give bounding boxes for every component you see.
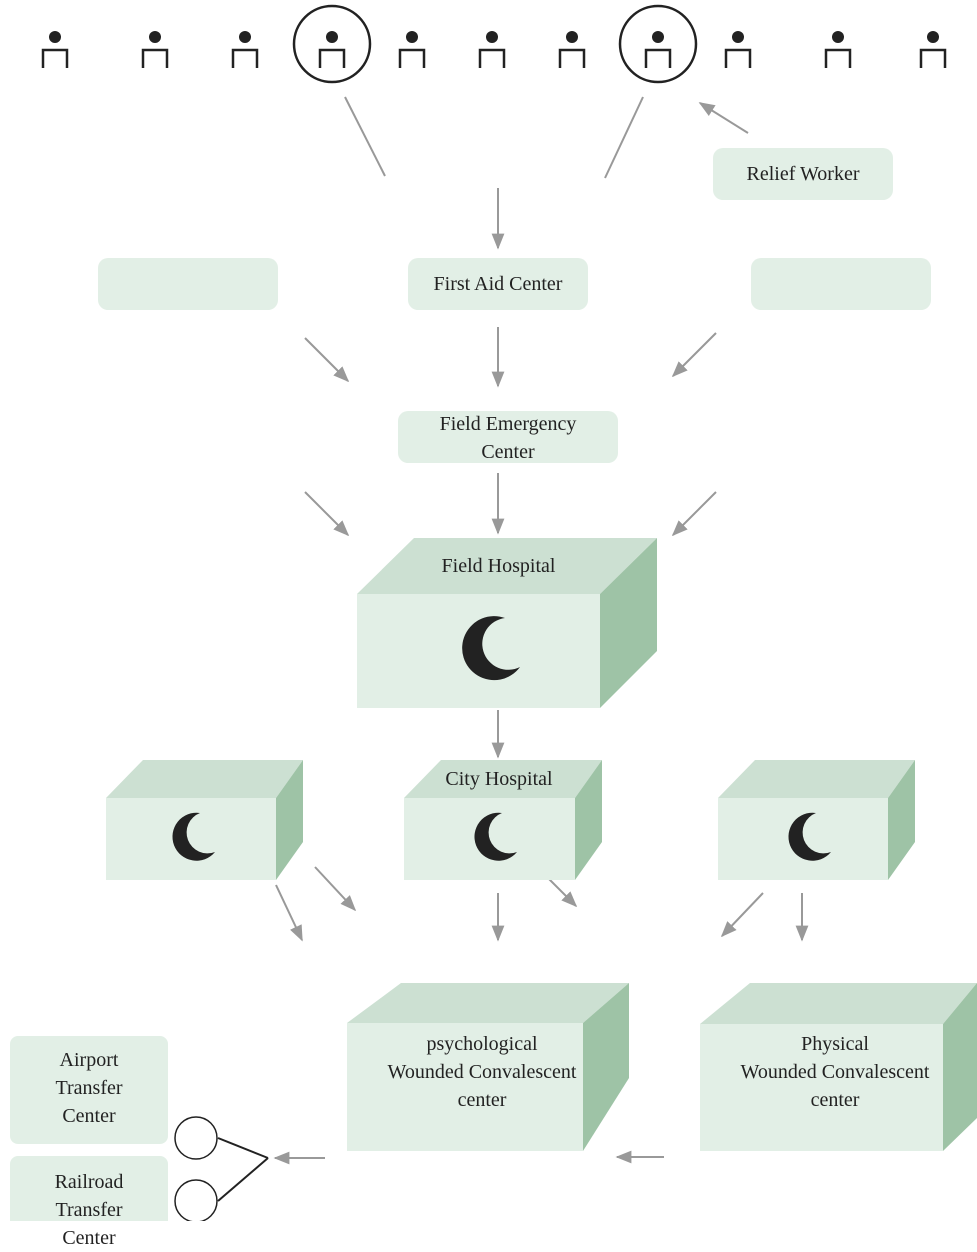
field-hospital-label: Field Hospital	[441, 555, 556, 577]
person-icon	[724, 29, 752, 70]
field-emergency-center-box	[398, 411, 618, 463]
arrow-left-to-field-emergency	[304, 337, 350, 383]
person-icon	[824, 29, 852, 70]
person-icon	[141, 29, 169, 70]
connectors	[273, 96, 809, 1165]
psychological-center-cube	[347, 983, 629, 1151]
blank-box-right	[751, 258, 931, 310]
physical-center-cube	[700, 983, 977, 1151]
railroad-transfer-center-label: Railroad Transfer Center	[54, 1171, 124, 1249]
airport-transfer-center-label: Airport Transfer Center	[55, 1049, 123, 1127]
person-icon	[558, 29, 586, 70]
crescent-moon-icon	[788, 812, 831, 861]
arrow-left-to-field-hospital	[304, 491, 350, 537]
connector-line	[344, 96, 386, 177]
diagram-canvas	[10, 4, 977, 1252]
psychological-center-label: psychological Wounded Convalescent cente…	[387, 1033, 577, 1111]
wounded-highlight-circle	[618, 4, 698, 84]
transfer-circle-icon	[174, 1179, 218, 1223]
first-aid-center-box	[408, 258, 588, 310]
person-icon	[41, 29, 69, 70]
wounded-highlight-circle	[292, 4, 372, 84]
arrow-right-to-field-hospital	[671, 491, 717, 537]
arrow-relief-worker	[698, 102, 749, 134]
person-icon	[919, 29, 947, 70]
crescent-moon-icon	[474, 812, 517, 861]
arrow-connector	[314, 866, 357, 912]
connector-line	[604, 96, 644, 179]
transfer-circle-icon	[174, 1116, 218, 1160]
field-emergency-center-label: Field Emergency Center	[439, 413, 577, 463]
person-icon	[478, 29, 506, 70]
person-icon	[398, 29, 426, 70]
first-aid-center-label: First Aid Center	[433, 273, 563, 295]
cube-left	[106, 760, 303, 880]
evacuation-flow-diagram: Relief Worker First Aid Center Field Eme…	[10, 4, 977, 1252]
people-row	[41, 4, 947, 84]
flat-boxes	[10, 148, 931, 1252]
relief-worker-box	[713, 148, 893, 200]
airport-transfer-center-box	[10, 1036, 168, 1144]
arrow-right-to-field-emergency	[671, 332, 717, 378]
crescent-moon-icon	[462, 616, 520, 681]
city-hospital-label: City Hospital	[445, 768, 553, 790]
crescents	[172, 616, 831, 861]
crescent-moon-icon	[172, 812, 215, 861]
physical-center-label: Physical Wounded Convalescent center	[740, 1033, 930, 1111]
transfer-junction	[174, 1116, 269, 1223]
person-icon	[318, 29, 346, 70]
cube-right	[718, 760, 915, 880]
person-icon	[644, 29, 672, 70]
blank-box-left	[98, 258, 278, 310]
relief-worker-label: Relief Worker	[746, 163, 860, 185]
person-icon	[231, 29, 259, 70]
arrow-connector	[720, 892, 764, 938]
arrow-connector	[275, 884, 303, 942]
